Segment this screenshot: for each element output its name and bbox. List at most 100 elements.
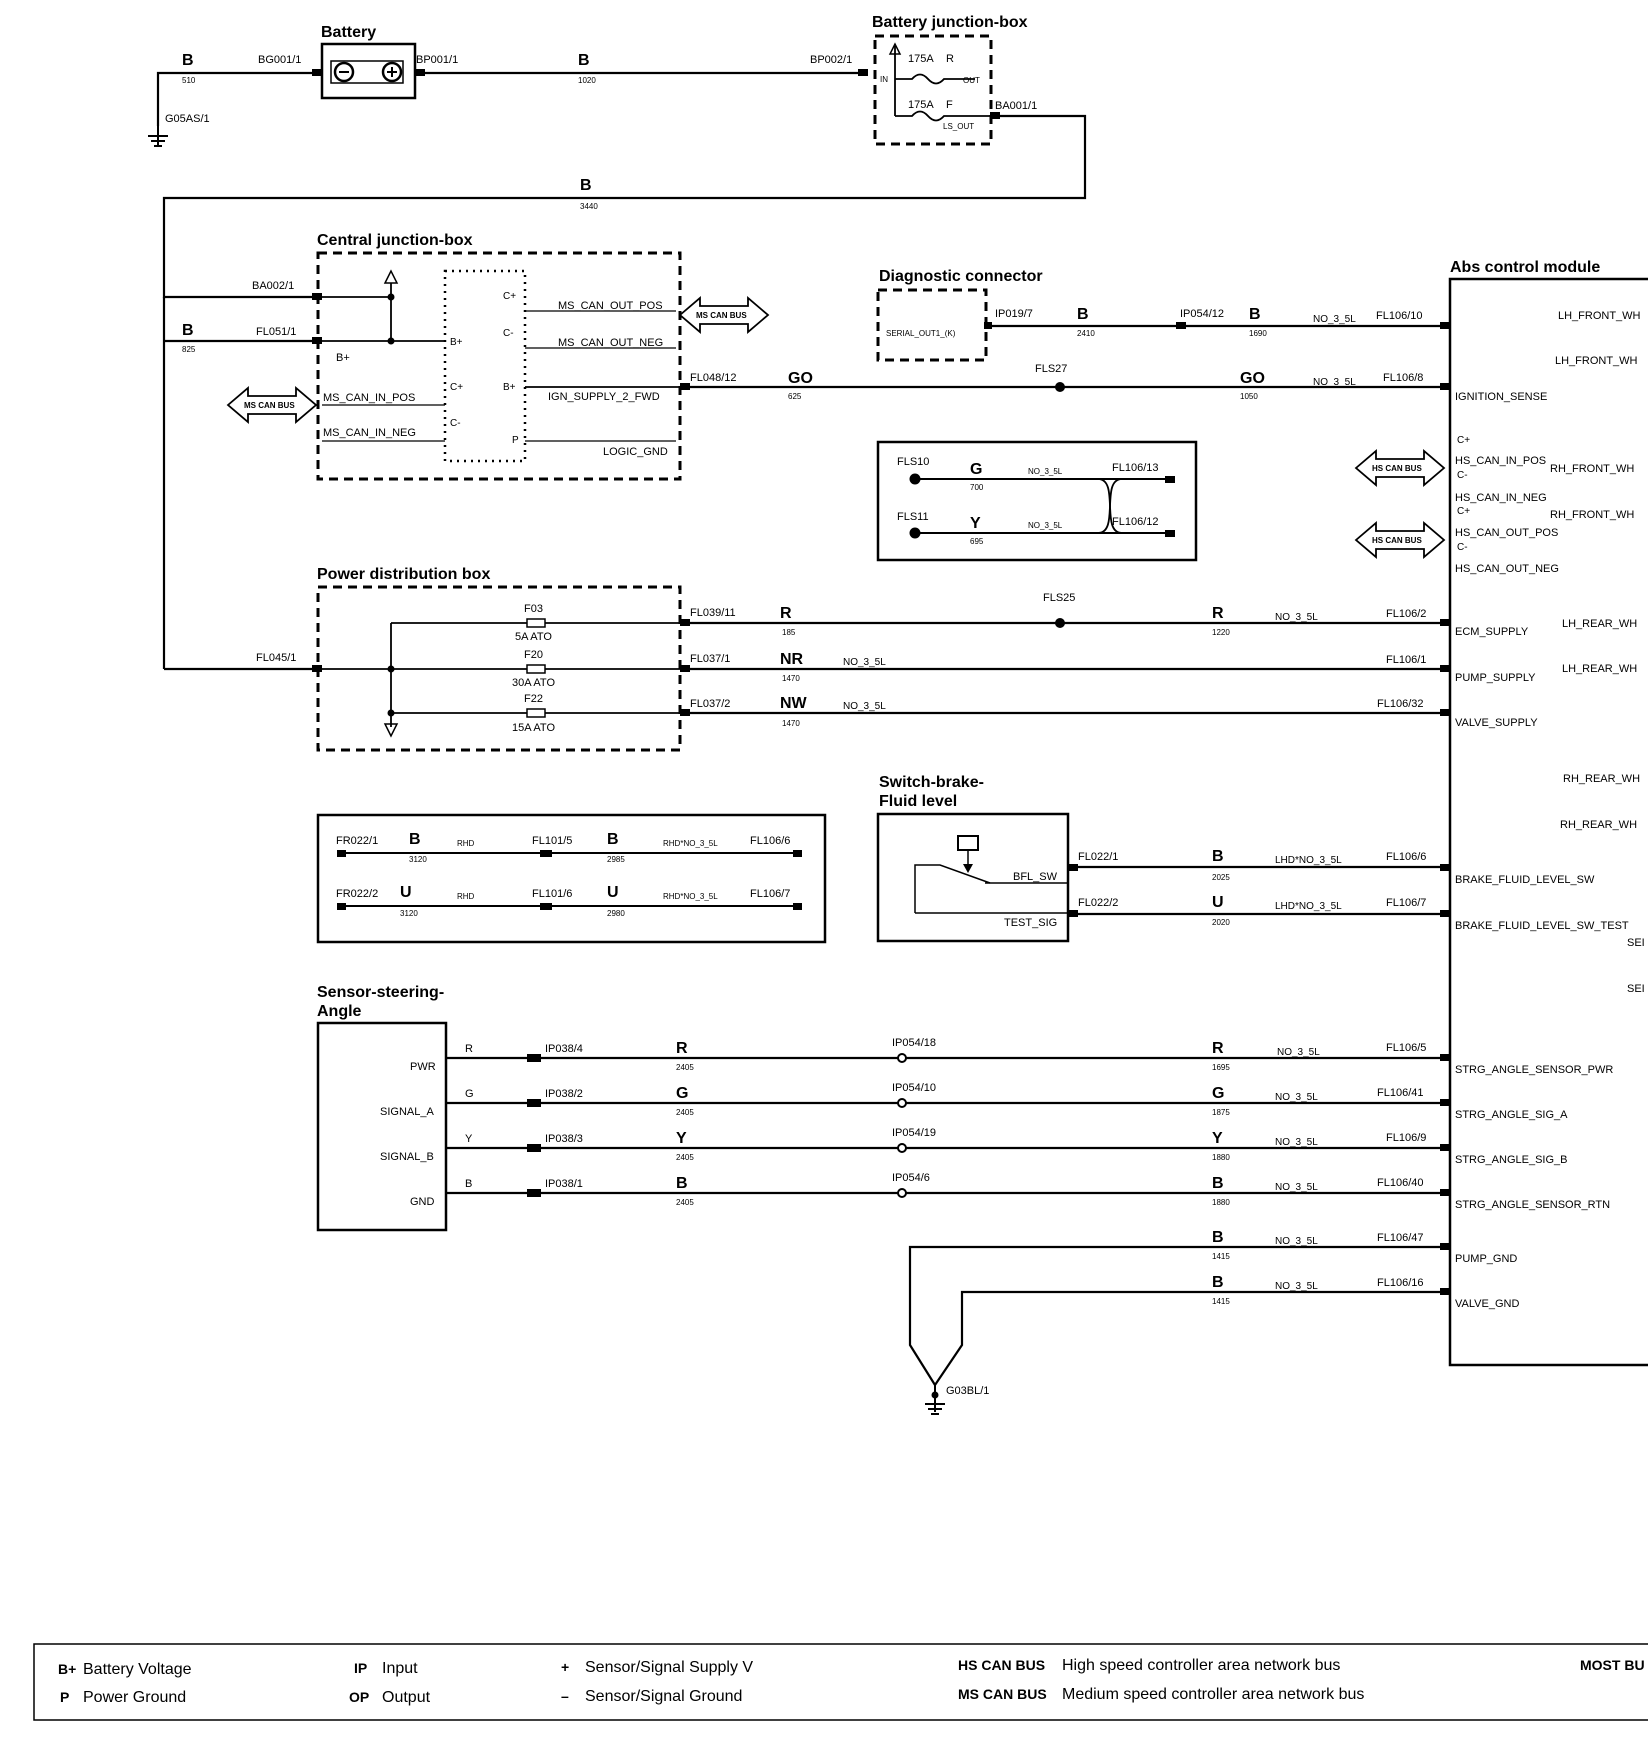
pin-bplus: B+ <box>450 337 463 348</box>
pin-sensor-1: SEI <box>1627 937 1645 949</box>
conn-ip038-2: IP038/2 <box>545 1088 583 1100</box>
pin-ms-can-out-neg: MS_CAN_OUT_NEG <box>558 337 663 349</box>
fuse-f22: F22 <box>524 693 543 705</box>
hs-can-bus-arrow: HS CAN BUS <box>1354 449 1446 487</box>
pin-ignition-sense: IGNITION_SENSE <box>1455 391 1547 403</box>
fuse-f22-rating: 15A ATO <box>512 722 555 734</box>
twisted-pair-box: FLS10 FLS11 G 700 Y 695 NO_3_5L NO_3_5L … <box>876 440 1198 562</box>
wire-color: B <box>607 831 619 848</box>
steer-title-1: Sensor-steering- <box>317 984 444 1001</box>
legend: B+ Battery Voltage P Power Ground IP Inp… <box>33 1643 1648 1721</box>
wire-color: GO <box>1240 370 1265 387</box>
conn-fl022-2: FL022/2 <box>1078 897 1118 909</box>
wire-option: NO_3_5L <box>843 701 886 712</box>
conn-fr022-2: FR022/2 <box>336 888 378 900</box>
conn-fl106-16: FL106/16 <box>1377 1277 1423 1289</box>
pin-strg-b: STRG_ANGLE_SIG_B <box>1455 1154 1568 1166</box>
conn-fl101-6: FL101/6 <box>532 888 572 900</box>
conn-ip054-12: IP054/12 <box>1180 308 1224 320</box>
wire-number: 1220 <box>1212 628 1230 637</box>
wire-color: G <box>970 461 982 478</box>
wire-color: R <box>780 605 792 622</box>
legend-op-symbol: OP <box>349 1689 369 1705</box>
wire-option: NO_3_5L <box>1313 377 1356 388</box>
conn-ip054-19: IP054/19 <box>892 1127 936 1139</box>
wire-color: B <box>1212 848 1224 865</box>
conn-fl106-9: FL106/9 <box>1386 1132 1426 1144</box>
conn-g03bl: G03BL/1 <box>946 1385 989 1397</box>
fuse-rating: 175A <box>908 99 934 111</box>
wire-number: 1020 <box>578 76 596 85</box>
wire-color: B <box>676 1175 688 1192</box>
legend-op-text: Output <box>382 1689 431 1706</box>
wire-color: NW <box>780 695 808 712</box>
wire-color: B <box>578 52 590 69</box>
jb-ls-out: LS_OUT <box>943 122 974 131</box>
wire-number: 1415 <box>1212 1297 1230 1306</box>
pin-bplus: B+ <box>503 382 516 393</box>
wire-color: R <box>1212 1040 1224 1057</box>
wire-color-small: G <box>465 1088 474 1100</box>
pin-cplus: C+ <box>503 291 516 302</box>
conn-fl106-10: FL106/10 <box>1376 310 1422 322</box>
splice-fls10: FLS10 <box>897 456 929 468</box>
pin-rh-rear-1: RH_REAR_WH <box>1563 773 1640 785</box>
pin-p: P <box>512 435 519 446</box>
conn-fl106-6: FL106/6 <box>750 835 790 847</box>
conn-fl106-12: FL106/12 <box>1112 516 1158 528</box>
legend-minus-symbol: – <box>561 1688 569 1704</box>
conn-fl106-2: FL106/2 <box>1386 608 1426 620</box>
pin-rh-front-2: RH_FRONT_WH <box>1550 509 1634 521</box>
pin-pwr: PWR <box>410 1061 436 1073</box>
pin-pump-supply: PUMP_SUPPLY <box>1455 672 1536 684</box>
hs-can-bus-label: HS CAN BUS <box>1372 536 1422 545</box>
pin-rh-rear-2: RH_REAR_WH <box>1560 819 1637 831</box>
legend-hs-symbol: HS CAN BUS <box>958 1657 1045 1673</box>
battery: Battery <box>320 24 417 100</box>
conn-fl106-6: FL106/6 <box>1386 851 1426 863</box>
wire-option: NO_3_5L <box>1313 314 1356 325</box>
battery-junction-box: Battery junction-box 175A R 175A F IN OU… <box>872 14 1028 146</box>
pin-rh-front-1: RH_FRONT_WH <box>1550 463 1634 475</box>
pin-cminus: C- <box>1457 470 1468 481</box>
pin-valve-supply: VALVE_SUPPLY <box>1455 717 1538 729</box>
conn-ip054-6: IP054/6 <box>892 1172 930 1184</box>
pin-serial-out: SERIAL_OUT1_(K) <box>886 329 956 338</box>
legend-ms-text: Medium speed controller area network bus <box>1062 1686 1364 1703</box>
brake-sw-title-2: Fluid level <box>879 793 957 810</box>
wire-number: 2020 <box>1212 918 1230 927</box>
wire-color: GO <box>788 370 813 387</box>
pin-cplus: C+ <box>1457 435 1470 446</box>
wire-number: 625 <box>788 392 802 401</box>
conn-ip054-18: IP054/18 <box>892 1037 936 1049</box>
wire-number: 1690 <box>1249 329 1267 338</box>
pin-lh-rear-1: LH_REAR_WH <box>1562 618 1637 630</box>
wire-option: NO_3_5L <box>1275 1236 1318 1247</box>
wire-option: NO_3_5L <box>1275 1182 1318 1193</box>
pin-gnd: GND <box>410 1196 435 1208</box>
legend-most-symbol: MOST BU <box>1580 1657 1645 1673</box>
conn-bg001: BG001/1 <box>258 54 301 66</box>
conn-fl037-1: FL037/1 <box>690 653 730 665</box>
fuse-r: R <box>946 53 954 65</box>
legend-ip-text: Input <box>382 1660 418 1677</box>
pin-strg-pwr: STRG_ANGLE_SENSOR_PWR <box>1455 1064 1613 1076</box>
pin-valve-gnd: VALVE_GND <box>1455 1298 1519 1310</box>
pin-lh-rear-2: LH_REAR_WH <box>1562 663 1637 675</box>
conn-ip054-10: IP054/10 <box>892 1082 936 1094</box>
wire-color-small: Y <box>465 1133 473 1145</box>
wire-color: U <box>400 884 412 901</box>
wire-number: 700 <box>970 483 984 492</box>
wire-option: RHD*NO_3_5L <box>663 892 718 901</box>
conn-bp002: BP002/1 <box>810 54 852 66</box>
ms-can-bus-label: MS CAN BUS <box>244 401 295 410</box>
fuse-f03: F03 <box>524 603 543 615</box>
rhd-option-box: FR022/1 FR022/2 B 3120 U 3120 RHD RHD FL… <box>316 813 827 944</box>
battery-title: Battery <box>321 24 376 41</box>
wire-number: 1695 <box>1212 1063 1230 1072</box>
legend-bplus-text: Battery Voltage <box>83 1661 192 1678</box>
conn-bp001: BP001/1 <box>416 54 458 66</box>
conn-ba002: BA002/1 <box>252 280 294 292</box>
wire-option: NO_3_5L <box>1275 1281 1318 1292</box>
abs-title: Abs control module <box>1450 259 1600 276</box>
